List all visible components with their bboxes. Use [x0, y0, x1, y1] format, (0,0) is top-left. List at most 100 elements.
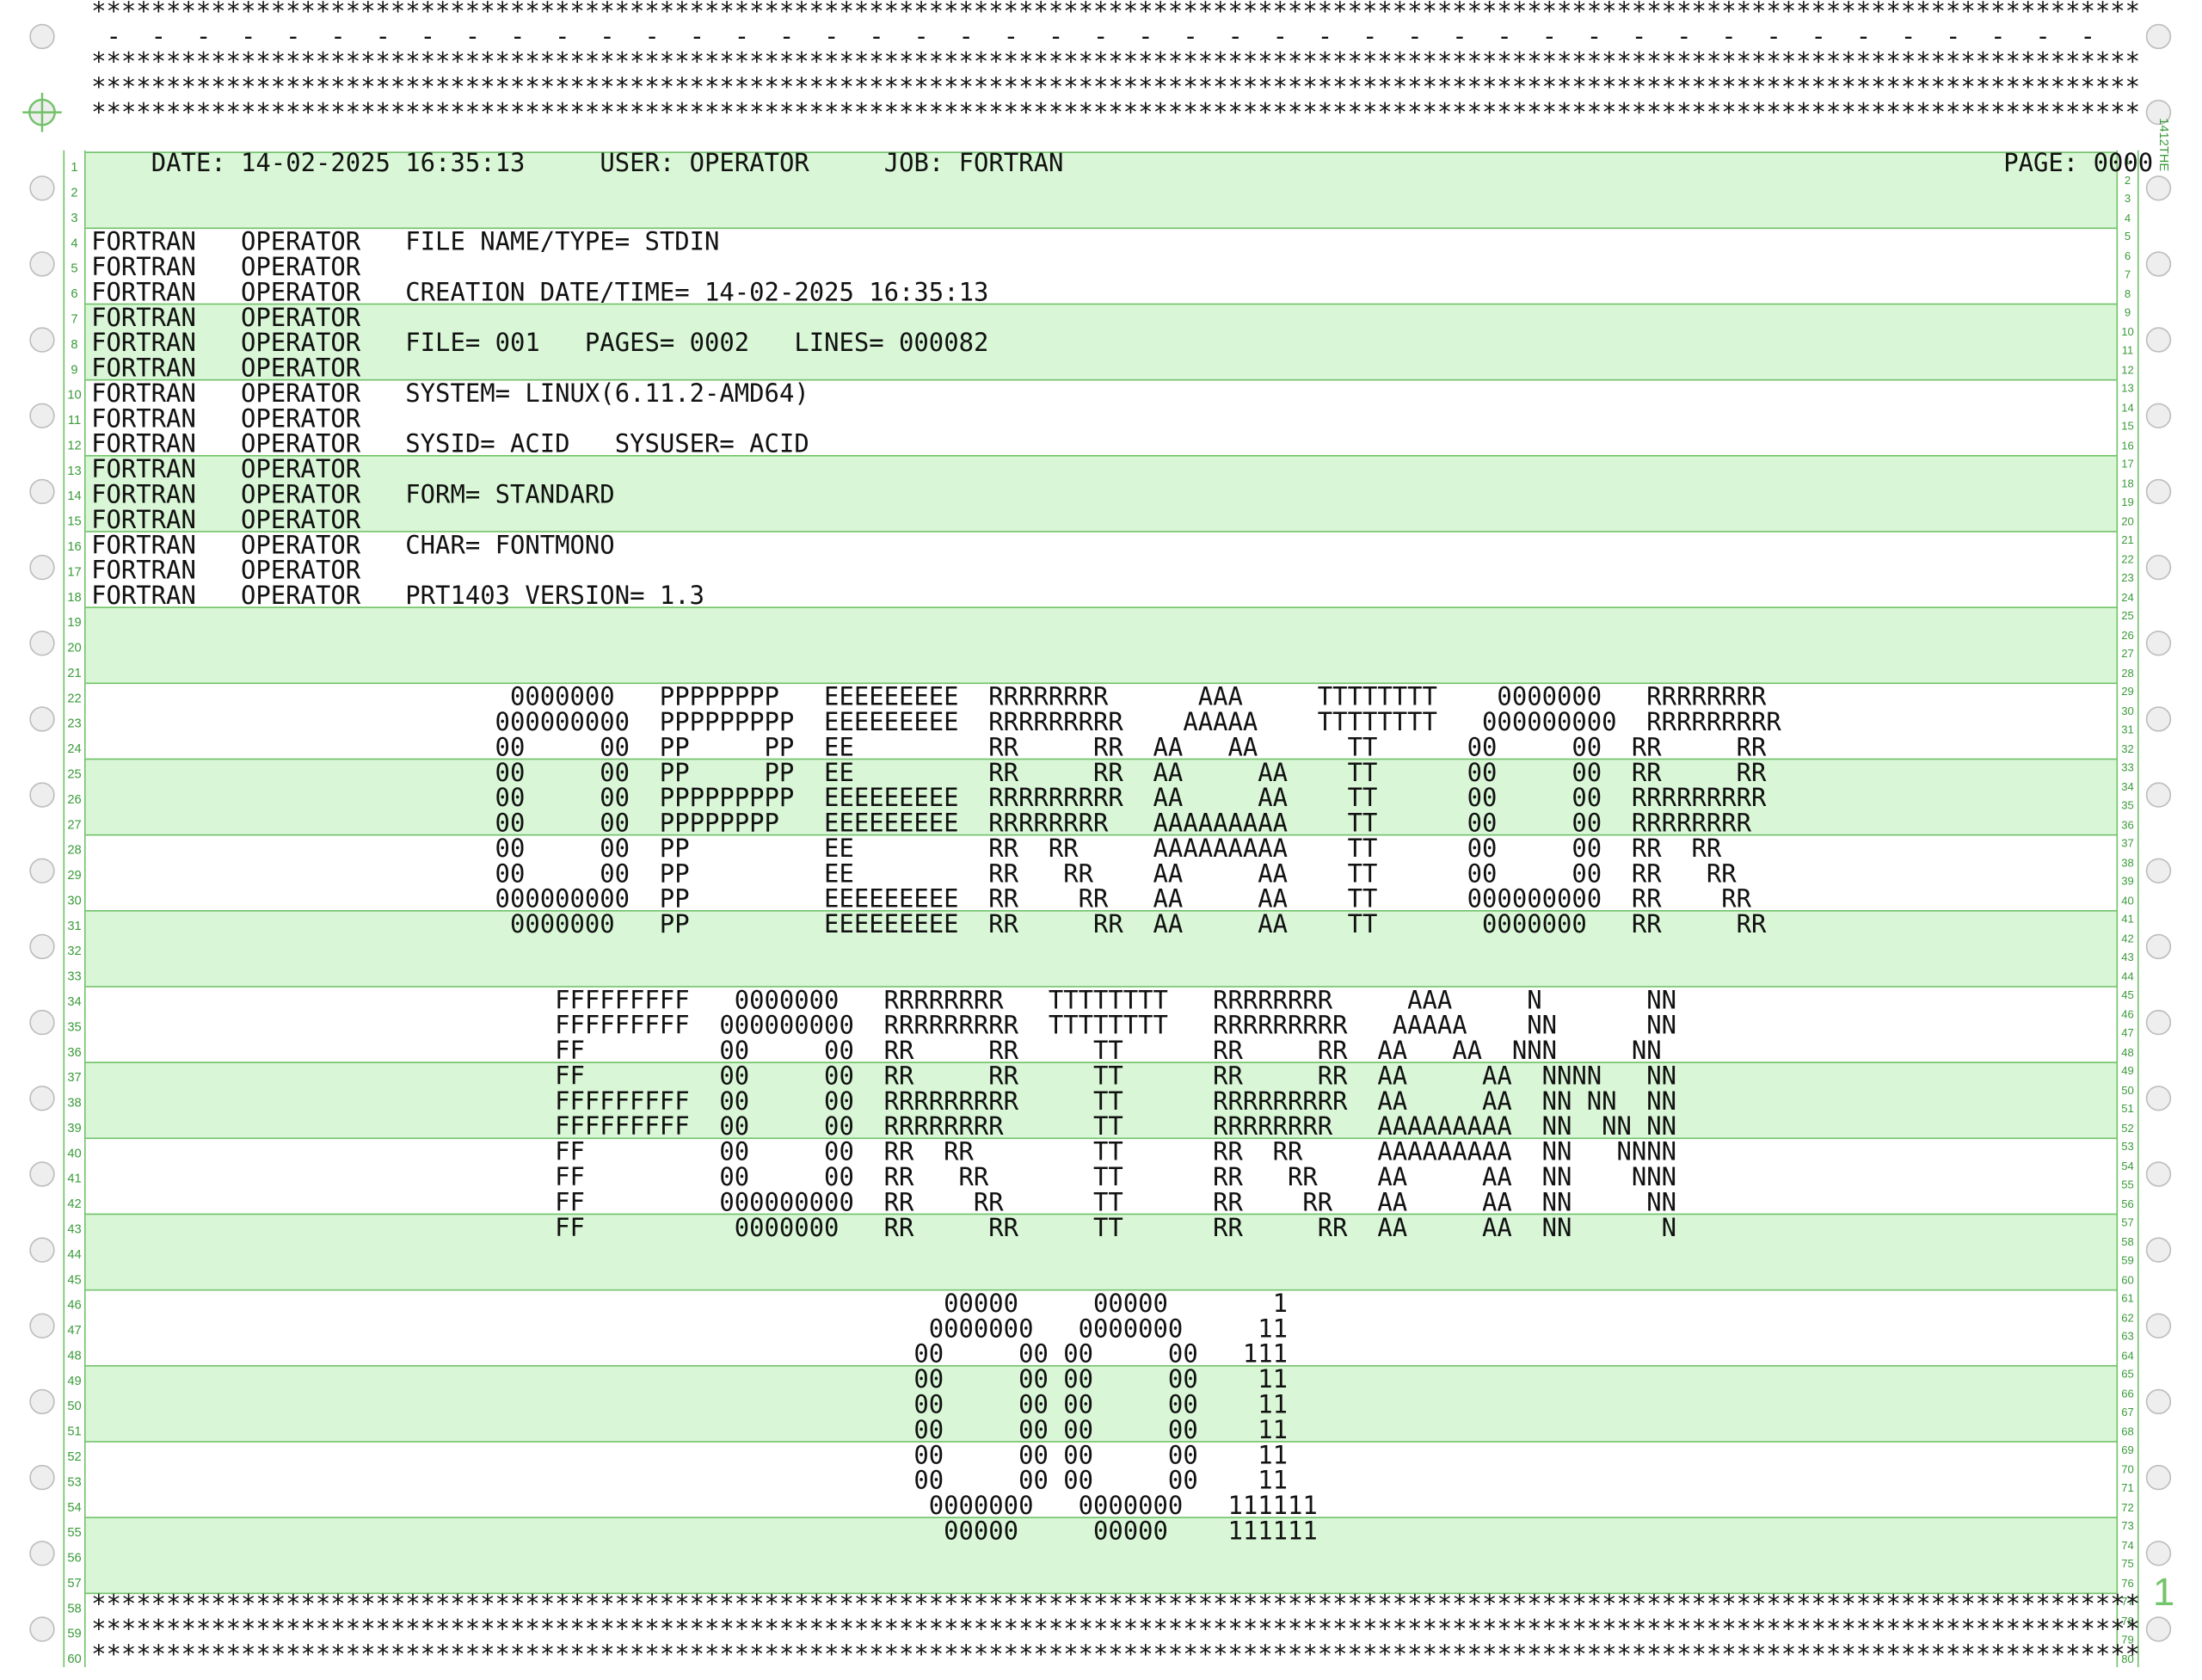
banner-info-row: FORTRAN OPERATOR FORM= STANDARD — [91, 483, 615, 508]
left-line-number: 22 — [67, 691, 82, 705]
block-letter-row: FF 00 00 RR RR TT RR RR AA AA NNNN NN — [91, 1062, 1677, 1092]
tractor-hole — [29, 1086, 55, 1111]
left-line-number: 47 — [67, 1323, 82, 1338]
job-name: FORTRAN — [91, 582, 196, 612]
left-line-number: 12 — [67, 438, 82, 452]
right-line-number: 77 — [2121, 1595, 2134, 1609]
user-name: OPERATOR — [241, 582, 361, 612]
right-line-number: 54 — [2121, 1159, 2134, 1172]
sheet-number: 1 — [2152, 1570, 2175, 1614]
block-letter-row: 0000000 PP EEEEEEEEE RR RR AA AA TT 0000… — [91, 911, 1767, 940]
user-value: OPERATOR — [689, 150, 809, 179]
white-band — [85, 1289, 2117, 1365]
green-band — [85, 1364, 2117, 1442]
left-line-number: 42 — [67, 1197, 82, 1211]
block-letter-row: 00 00 00 00 11 — [91, 1366, 1289, 1395]
block-letter-row: FF 00 00 RR RR TT RR RR AA AA NN NNN — [91, 1164, 1677, 1193]
left-line-number: 34 — [67, 994, 82, 1009]
right-line-number: 53 — [2121, 1140, 2134, 1154]
job-name: FORTRAN — [91, 355, 196, 384]
user-name: OPERATOR — [241, 229, 361, 257]
right-line-number: 40 — [2121, 894, 2134, 907]
left-line-number: 5 — [71, 261, 78, 276]
banner-info-row: FORTRAN OPERATOR FILE= 001 PAGES= 0002 L… — [91, 331, 988, 356]
footer-stars-row-2: ****************************************… — [91, 1616, 2141, 1645]
left-line-number: 60 — [67, 1652, 82, 1666]
tractor-hole — [2145, 23, 2172, 50]
block-letter-row: FF 000000000 RR RR TT RR RR AA AA NN NN — [91, 1189, 1677, 1218]
user-name: OPERATOR — [241, 279, 361, 308]
user-name: OPERATOR — [241, 329, 361, 359]
right-line-number: 30 — [2121, 704, 2134, 717]
right-line-number: 41 — [2121, 913, 2134, 926]
right-line-number: 70 — [2121, 1462, 2134, 1476]
left-line-number: 25 — [67, 766, 82, 781]
right-line-number: 69 — [2121, 1443, 2134, 1457]
tractor-hole — [2145, 1616, 2172, 1642]
left-line-number: 20 — [67, 640, 82, 655]
page-value: 0000 — [2093, 150, 2154, 179]
block-letter-row: 00000 00000 1 — [91, 1290, 1289, 1320]
block-letter-row: 0000000 0000000 11 — [91, 1315, 1289, 1345]
green-band — [85, 1213, 2117, 1289]
banner-info-row: FORTRAN OPERATOR SYSID= ACID SYSUSER= AC… — [91, 433, 809, 458]
date-value: 14-02-2025 16:35:13 — [241, 150, 526, 179]
right-line-number: 26 — [2121, 628, 2134, 642]
user-name: OPERATOR — [241, 254, 361, 283]
block-letter-row: FF 00 00 RR RR TT RR RR AAAAAAAAA NN NNN… — [91, 1139, 1677, 1167]
right-line-number: 65 — [2121, 1368, 2134, 1381]
right-line-number: 42 — [2121, 932, 2134, 945]
right-line-number: 73 — [2121, 1519, 2134, 1533]
user-name: OPERATOR — [241, 380, 361, 409]
left-line-number: 32 — [67, 944, 82, 958]
tractor-hole — [29, 782, 55, 808]
job-name: FORTRAN — [91, 329, 196, 359]
user-name: OPERATOR — [241, 557, 361, 586]
right-line-number: 48 — [2121, 1045, 2134, 1059]
block-letter-row: FFFFFFFFF 00 00 RRRRRRRRR TT RRRRRRRRR A… — [91, 1088, 1677, 1117]
right-line-number: 13 — [2121, 382, 2134, 395]
right-line-number: 74 — [2121, 1538, 2134, 1552]
right-line-number: 6 — [2124, 249, 2131, 262]
tractor-hole — [2145, 1086, 2172, 1111]
block-letter-row: FFFFFFFFF 00 00 RRRRRRRR TT RRRRRRRR AAA… — [91, 1113, 1677, 1142]
right-line-number: 59 — [2121, 1254, 2134, 1267]
left-line-number: 11 — [67, 413, 82, 428]
footer-stars-row-3: ****************************************… — [91, 1641, 2141, 1671]
tractor-hole — [29, 1388, 55, 1415]
left-line-number: 37 — [67, 1070, 82, 1085]
banner-info-row: FORTRAN OPERATOR — [91, 255, 405, 280]
left-line-number: 56 — [67, 1550, 82, 1565]
green-band — [85, 909, 2117, 987]
right-line-number: 49 — [2121, 1064, 2134, 1078]
block-letter-row: 00 00 PP EE RR RR AA AA TT 00 00 RR RR — [91, 860, 1737, 889]
left-line-number: 35 — [67, 1019, 82, 1034]
right-line-number: 8 — [2124, 286, 2131, 300]
header-dash-row: - - - - - - - - - - - - - - - - - - - - … — [91, 23, 2111, 52]
banner-info-row: FORTRAN OPERATOR — [91, 508, 405, 533]
left-line-number-gutter — [63, 150, 86, 1668]
tractor-hole — [29, 1464, 55, 1491]
right-line-number: 31 — [2121, 723, 2134, 736]
user-name: OPERATOR — [241, 355, 361, 384]
tractor-hole — [29, 858, 55, 883]
block-letter-row: 0000000 0000000 111111 — [91, 1492, 1318, 1522]
right-line-number: 66 — [2121, 1387, 2134, 1400]
header-stars-row-4: ****************************************… — [91, 99, 2141, 128]
white-band — [85, 986, 2117, 1062]
right-line-number: 60 — [2121, 1273, 2134, 1286]
banner-info-row: FORTRAN OPERATOR CREATION DATE/TIME= 14-… — [91, 281, 988, 306]
left-line-number: 18 — [67, 589, 82, 605]
job-name: FORTRAN — [91, 229, 196, 257]
tractor-hole — [29, 554, 55, 581]
user-name: OPERATOR — [241, 405, 361, 434]
left-line-number: 36 — [67, 1044, 82, 1060]
white-band — [85, 531, 2117, 606]
left-line-number: 31 — [67, 918, 82, 933]
info-text: SYSID= ACID SYSUSER= ACID — [405, 431, 809, 459]
tractor-hole — [2145, 1009, 2172, 1036]
left-line-number: 3 — [71, 210, 78, 225]
green-band — [85, 151, 2117, 228]
left-line-number: 23 — [67, 716, 82, 731]
left-line-number: 29 — [67, 868, 82, 883]
